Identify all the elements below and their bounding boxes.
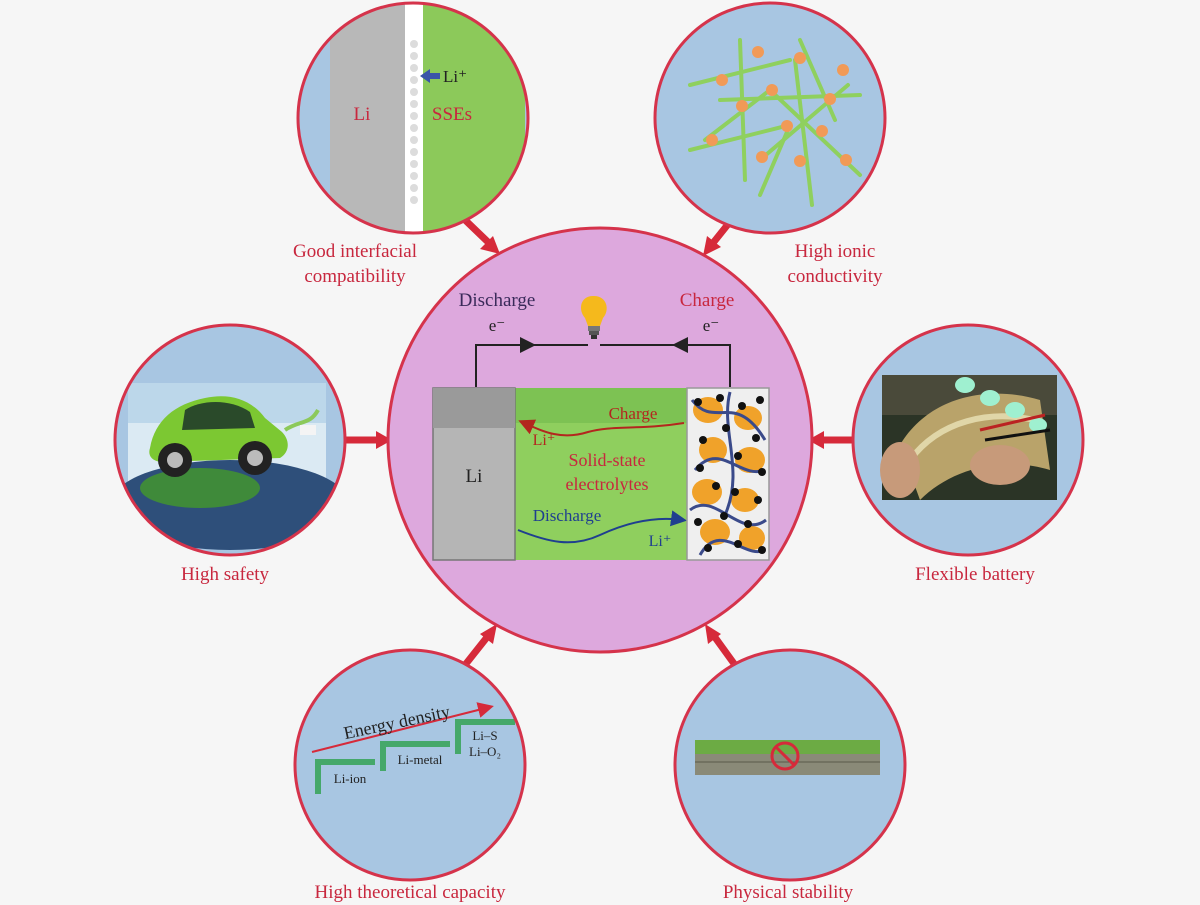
anode-label: Li bbox=[466, 466, 483, 487]
li-ion-bottom-label: Li⁺ bbox=[649, 533, 672, 550]
center-battery-circle: Discharge e⁻ Charge e⁻ Li Solid-state el… bbox=[386, 226, 814, 654]
discharge-path-label: Discharge bbox=[533, 506, 602, 525]
arrow-middle-left bbox=[345, 431, 392, 449]
caption-conductivity-line1: High ionic bbox=[795, 241, 876, 262]
charge-path-label: Charge bbox=[609, 404, 658, 423]
electrolyte-label-line1: Solid-state bbox=[569, 450, 646, 470]
polymer-network bbox=[688, 38, 862, 207]
electric-car-illustration bbox=[115, 383, 345, 550]
feature-ionic-conductivity: High ionic conductivity bbox=[653, 1, 887, 287]
ion-arrow-icon bbox=[420, 69, 440, 83]
sse-label: SSEs bbox=[432, 104, 472, 125]
electrolyte-label-line2: electrolytes bbox=[566, 474, 649, 494]
arrow-middle-right bbox=[808, 431, 853, 449]
prohibited-icon bbox=[770, 741, 800, 771]
arrow-upper-left bbox=[460, 215, 500, 254]
caption-interfacial-line1: Good interfacial bbox=[293, 241, 417, 262]
feature-flexible-battery: Flexible battery bbox=[851, 323, 1085, 585]
charge-label: Charge bbox=[680, 290, 735, 311]
step-li-s-label: Li–S bbox=[472, 728, 497, 743]
step-li-o2-label: Li–O₂ bbox=[469, 744, 501, 759]
caption-capacity: High theoretical capacity bbox=[315, 882, 506, 903]
flexible-battery-photo bbox=[880, 375, 1057, 500]
arrow-lower-right bbox=[705, 624, 738, 668]
caption-safety: High safety bbox=[181, 564, 270, 585]
electron-right-label: e⁻ bbox=[703, 316, 720, 335]
discharge-ion-path bbox=[517, 510, 687, 544]
discharge-label: Discharge bbox=[459, 290, 536, 311]
li-ion-top-label: Li⁺ bbox=[533, 432, 556, 449]
interface-pores bbox=[410, 40, 418, 204]
step-li-metal-label: Li-metal bbox=[398, 752, 443, 767]
caption-conductivity-line2: conductivity bbox=[788, 266, 883, 287]
feature-theoretical-capacity: Energy density Li-ion Li-metal Li–S Li–O… bbox=[293, 648, 527, 903]
caption-flexible: Flexible battery bbox=[915, 564, 1035, 585]
charge-ion-path bbox=[518, 419, 685, 437]
feature-high-safety: High safety bbox=[113, 323, 347, 585]
step-li-ion-label: Li-ion bbox=[334, 771, 367, 786]
ion-label: Li⁺ bbox=[443, 67, 467, 86]
caption-stability: Physical stability bbox=[723, 882, 854, 903]
electron-left-label: e⁻ bbox=[489, 316, 506, 335]
li-label: Li bbox=[354, 104, 371, 125]
cathode-composite bbox=[686, 387, 770, 561]
arrow-lower-left bbox=[462, 624, 497, 668]
external-circuit-wire bbox=[475, 337, 731, 387]
feature-physical-stability: Physical stability bbox=[673, 648, 907, 903]
energy-density-steps bbox=[311, 702, 515, 794]
caption-interfacial-line2: compatibility bbox=[304, 266, 406, 287]
light-bulb-icon bbox=[581, 296, 607, 339]
